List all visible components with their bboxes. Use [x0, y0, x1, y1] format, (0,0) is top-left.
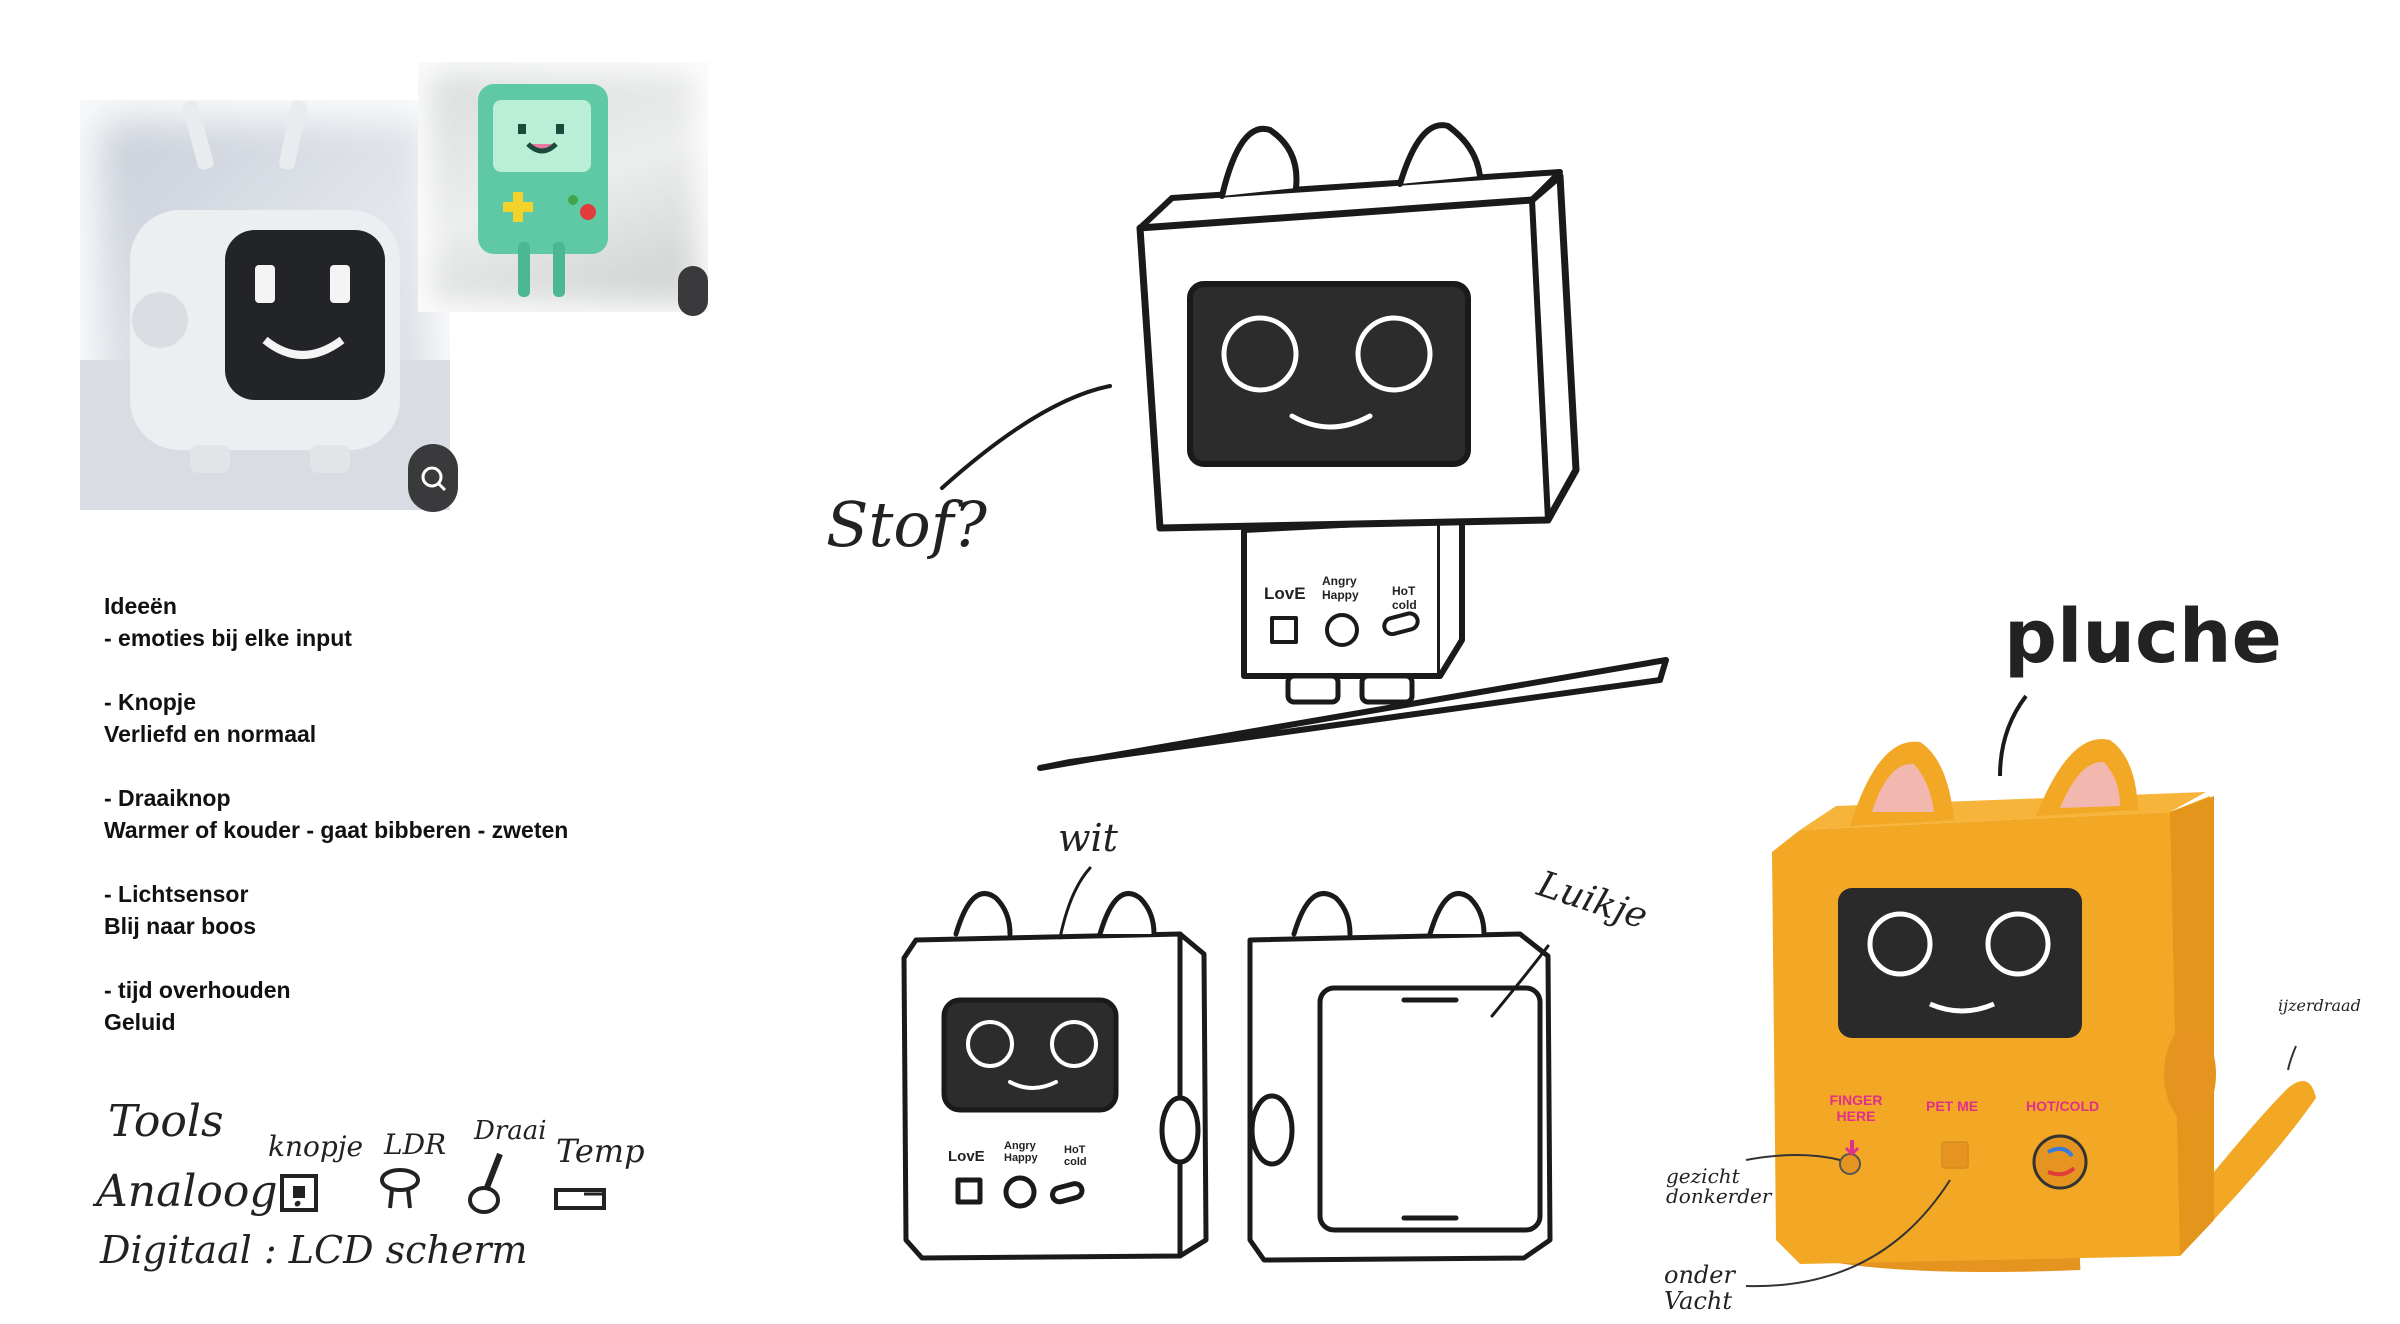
- note-line: - Lichtsensor: [104, 881, 249, 907]
- front-hot-cold-label: HoT cold: [1064, 1144, 1087, 1168]
- love-button: [1270, 616, 1298, 644]
- wit-label: wit: [1058, 816, 1118, 860]
- temp-component-icon: [554, 1188, 606, 1210]
- plush-screen: [1838, 888, 2082, 1038]
- right-ear: [1397, 122, 1483, 187]
- left-ear: [1219, 125, 1300, 199]
- base-plate: [1037, 657, 1669, 771]
- back-view-body: [1247, 931, 1553, 1263]
- gezicht-label: gezicht donkerder: [1666, 1164, 1772, 1208]
- luikje-pointer: [1490, 944, 1550, 1018]
- front-view-screen: [941, 997, 1119, 1113]
- note-line: Geluid: [104, 1009, 176, 1035]
- stof-pointer: [940, 384, 1112, 490]
- idea-notes: Ideeën - emoties bij elke input - Knopje…: [104, 590, 724, 1038]
- front-love-label: LovE: [948, 1148, 985, 1165]
- note-line: - tijd overhouden: [104, 977, 291, 1003]
- pet-me-label: PET ME: [1926, 1098, 1979, 1114]
- temp-knob: [2032, 1134, 2088, 1190]
- temp-sensor: [1382, 611, 1420, 637]
- note-line: - Knopje: [104, 689, 196, 715]
- screen: [1187, 281, 1471, 467]
- pluche-label: pluche: [2004, 594, 2282, 680]
- white-robot-illustration: [80, 100, 450, 510]
- tail: [2196, 1080, 2316, 1228]
- bmo-illustration: [478, 84, 608, 297]
- hot-cold-render-label: HOT/COLD: [2026, 1098, 2100, 1114]
- finger-sensor: [1839, 1153, 1861, 1175]
- mouth: [1289, 413, 1373, 430]
- tools-temp-label: Temp: [556, 1132, 645, 1170]
- note-line: Ideeën: [104, 593, 177, 619]
- angry-happy-label: Angry Happy: [1322, 574, 1359, 602]
- tools-ldr-label: LDR: [384, 1128, 447, 1161]
- tools-knopje-label: knopje: [268, 1130, 364, 1163]
- ldr-component-icon: [380, 1168, 420, 1192]
- ijzerdraad-pointer: [2287, 1045, 2297, 1071]
- note-line: Verliefd en normaal: [104, 721, 317, 747]
- pet-sensor: [1941, 1141, 1969, 1169]
- front-angry-happy-label: Angry Happy: [1004, 1140, 1038, 1164]
- finger-here-label: FINGER HERE: [1829, 1092, 1883, 1124]
- knob: [1325, 613, 1359, 647]
- pluche-pointer: [1998, 694, 2028, 777]
- stof-label: Stof?: [826, 488, 987, 561]
- tools-analog-label: Analoog :: [96, 1166, 307, 1217]
- onder-vacht-pointer: [1745, 1179, 1951, 1288]
- tools-digital-label: Digitaal : LCD scherm: [100, 1228, 528, 1272]
- wit-pointer: [1058, 866, 1092, 940]
- zoom-button-secondary[interactable]: [678, 266, 708, 316]
- back-view-hatch: [1317, 985, 1543, 1233]
- reference-photo-white-robot: [80, 100, 450, 510]
- hot-cold-label: HoT cold: [1392, 584, 1417, 612]
- reference-photo-bmo: [418, 62, 708, 312]
- right-eye: [1355, 315, 1433, 393]
- tools-draai-label: Draai: [474, 1116, 547, 1146]
- search-icon: [421, 466, 447, 492]
- button-component-icon: [280, 1174, 318, 1212]
- note-line: Blij naar boos: [104, 913, 257, 939]
- onder-vacht-label: onder Vacht: [1664, 1261, 1735, 1315]
- ijzerdraad-label: ijzerdraad: [2278, 996, 2361, 1015]
- left-eye: [1221, 315, 1299, 393]
- note-line: - emoties bij elke input: [104, 625, 352, 651]
- tools-title: Tools: [108, 1096, 224, 1147]
- note-line: - Draaiknop: [104, 785, 231, 811]
- love-label: LovE: [1264, 584, 1306, 603]
- zoom-button[interactable]: [408, 444, 458, 512]
- note-line: Warmer of kouder - gaat bibberen - zwete…: [104, 817, 569, 843]
- gezicht-pointer: [1745, 1154, 1841, 1161]
